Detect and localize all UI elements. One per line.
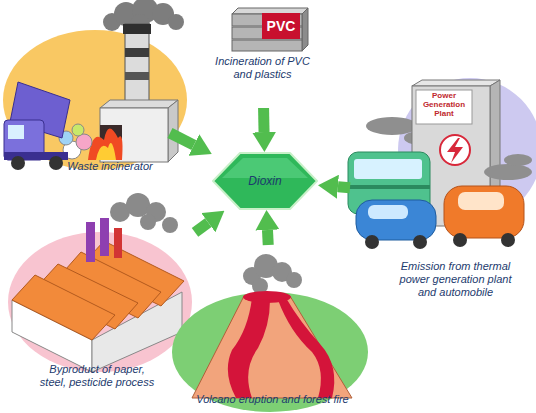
power-symbol <box>440 135 470 165</box>
smoke-puff <box>140 214 156 230</box>
source-caption: Byproduct of paper, steel, pesticide pro… <box>38 363 156 389</box>
volcano-cone <box>192 296 352 398</box>
flow-arrow <box>195 223 208 233</box>
truck-window <box>8 125 24 139</box>
edge-group <box>170 108 350 245</box>
lava-flow <box>228 298 270 398</box>
building-side <box>168 100 178 162</box>
pipe-side <box>302 8 308 51</box>
lava-flow <box>278 298 334 398</box>
source-node: Emission from thermal power generation p… <box>350 85 536 305</box>
car-body <box>444 186 524 238</box>
smoke-puff <box>168 14 184 30</box>
source-node: Volcano eruption and forest fire <box>185 245 360 413</box>
factory-chimney <box>100 218 109 256</box>
source-node: Byproduct of paper, steel, pesticide pro… <box>0 195 195 413</box>
car-wheel <box>413 235 427 249</box>
garbage-bag <box>72 124 84 136</box>
smoke-puff <box>504 154 532 166</box>
fire-flame <box>96 143 116 160</box>
factory-chimney <box>86 222 95 262</box>
flow-arrow <box>338 181 350 193</box>
sawtooth-roof <box>12 275 115 340</box>
source-caption: Emission from thermal power generation p… <box>393 260 518 299</box>
factory-chimney <box>114 228 122 258</box>
smoke-puff <box>286 272 302 288</box>
backdrop-blob <box>172 292 368 412</box>
source-node: Incineration of PVC and plastics <box>205 0 320 108</box>
lightning-bolt <box>447 138 463 163</box>
backdrop-blob <box>3 30 187 170</box>
center-node: Dioxin <box>210 150 320 212</box>
chimney-band <box>125 72 149 80</box>
truck-wheel <box>11 156 25 170</box>
source-node: Waste incinerator <box>0 0 170 180</box>
car-wheel <box>365 235 379 249</box>
node-title: Dioxin <box>248 174 281 188</box>
fire-flame <box>88 128 123 160</box>
building-top <box>100 100 178 108</box>
chimney-band <box>125 48 149 57</box>
dioxin-hexagon <box>213 153 317 209</box>
car-window <box>368 205 408 219</box>
flow-arrow <box>258 108 269 132</box>
flow-arrow <box>262 230 274 245</box>
flow-arrow <box>170 133 194 145</box>
smoke-puff <box>484 164 532 180</box>
building-top <box>412 80 500 86</box>
bus-stripe <box>348 185 430 189</box>
bus-window <box>354 159 422 179</box>
pvc-pipe <box>232 40 302 51</box>
car-wheel <box>453 233 467 247</box>
car-window <box>458 192 504 210</box>
sign-label: Power Generation Plant <box>418 91 470 118</box>
car-body <box>356 200 436 240</box>
source-caption: Volcano eruption and forest fire <box>185 393 360 406</box>
smoke-puff <box>162 217 178 233</box>
source-caption: Waste incinerator <box>40 160 180 173</box>
pvc-tag <box>262 13 300 39</box>
smoke-puff <box>366 117 418 135</box>
truck-wheel <box>49 156 63 170</box>
source-caption: Incineration of PVC and plastics <box>210 55 315 81</box>
plant-sign <box>416 90 472 124</box>
material-tag: PVC <box>262 17 300 35</box>
car-wheel <box>501 233 515 247</box>
chimney-band <box>123 24 151 34</box>
